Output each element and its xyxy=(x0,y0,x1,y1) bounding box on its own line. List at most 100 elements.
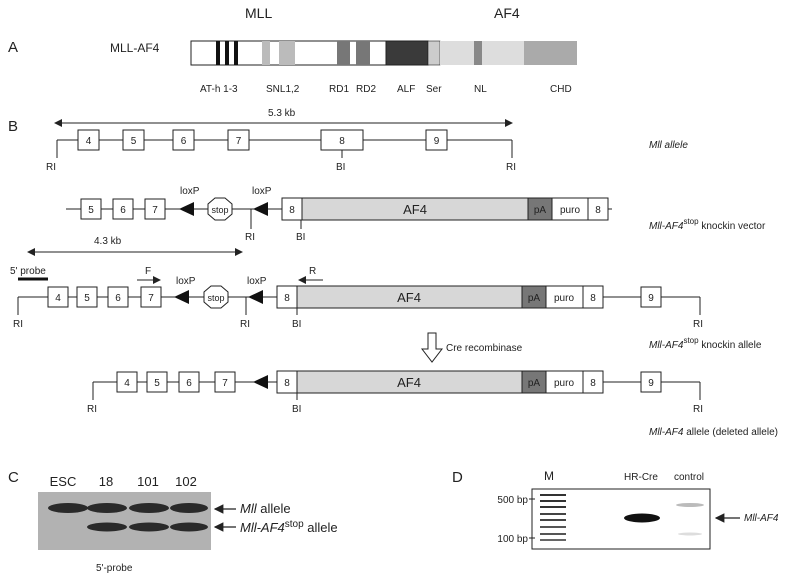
loxp-label: loxP xyxy=(252,186,272,197)
polya-label: pA xyxy=(528,378,541,389)
fusion-protein-label: MLL-AF4 xyxy=(110,41,160,55)
exon-box xyxy=(112,198,134,220)
exon-9: 9 xyxy=(434,136,440,147)
exon-box xyxy=(116,371,138,393)
exon-5: 5 xyxy=(84,293,90,304)
mll-header: MLL xyxy=(245,5,272,21)
pcr-band-label: Mll-AF4 xyxy=(744,513,779,524)
exon-4: 4 xyxy=(86,136,92,147)
exon-8: 8 xyxy=(339,136,345,147)
exon-8: 8 xyxy=(284,378,290,389)
deleted-allele-row: 4 5 6 7 8 AF4 pA puro 8 9 RI RI BI Mll-A… xyxy=(87,370,778,438)
ecori-site: RI xyxy=(245,232,255,243)
loxp-site-triangle xyxy=(248,290,263,304)
knockin-vector-row: 5 6 7 stop 8 AF4 pA puro 8 loxP loxP RI … xyxy=(66,186,766,243)
exon-box xyxy=(172,129,195,151)
knockin-allele-label: Mll-AF4stop knockin allele xyxy=(649,336,762,351)
lane-label-hr-cre: HR-Cre xyxy=(624,472,658,483)
exon-8: 8 xyxy=(289,205,295,216)
exon-8: 8 xyxy=(590,293,596,304)
exon-box xyxy=(587,197,609,221)
panel-d-label: D xyxy=(452,469,463,486)
af4-label: AF4 xyxy=(403,202,427,217)
band-label-mll: Mll allele xyxy=(240,501,291,516)
domain-at-hook: AT-h 1-3 xyxy=(200,84,238,95)
stop-cassette-octagon xyxy=(203,285,229,309)
exon-6: 6 xyxy=(186,378,192,389)
exon-box xyxy=(77,129,100,151)
distance-4-3kb: 4.3 kb xyxy=(94,236,122,247)
domain-ser: Ser xyxy=(426,84,442,95)
blot-band-mll xyxy=(129,503,169,513)
exon-4: 4 xyxy=(55,293,61,304)
blot-band-knockin xyxy=(170,522,208,532)
polya-label: pA xyxy=(528,293,541,304)
ecori-site: RI xyxy=(13,319,23,330)
puro-label: puro xyxy=(560,205,580,216)
blot-membrane xyxy=(38,492,211,550)
exon-box xyxy=(80,198,102,220)
exon-box xyxy=(122,129,145,151)
exon-4: 4 xyxy=(124,378,130,389)
knockin-allele-row: 4 5 6 7 stop 8 AF4 pA puro 8 9 loxP loxP… xyxy=(13,276,762,351)
exon-box xyxy=(582,370,604,394)
af4-label: AF4 xyxy=(397,375,421,390)
exon-7: 7 xyxy=(148,293,154,304)
exon-6: 6 xyxy=(115,293,121,304)
southern-blot xyxy=(38,492,211,550)
af4-label: AF4 xyxy=(397,290,421,305)
panel-a-label: A xyxy=(8,39,18,56)
exon-box xyxy=(320,129,364,151)
af4-header: AF4 xyxy=(494,5,520,21)
pcr-gel xyxy=(531,488,711,550)
ecori-site: RI xyxy=(693,319,703,330)
exon-7: 7 xyxy=(152,205,158,216)
bamhi-site: BI xyxy=(296,232,305,243)
exon-box xyxy=(582,285,604,309)
ecori-site: RI xyxy=(240,319,250,330)
exon-box xyxy=(425,129,448,151)
cre-recombinase-label: Cre recombinase xyxy=(446,343,523,354)
bamhi-site: BI xyxy=(292,404,301,415)
exon-box xyxy=(227,129,250,151)
exon-5: 5 xyxy=(154,378,160,389)
domain-nl: NL xyxy=(474,84,487,95)
domain-labels: AT-h 1-3 SNL1,2 RD1 RD2 ALF Ser NL CHD xyxy=(200,84,572,95)
blot-band-mll xyxy=(87,503,127,513)
bamhi-site: BI xyxy=(336,162,345,173)
exon-7: 7 xyxy=(236,136,242,147)
lane-label: 102 xyxy=(175,474,197,489)
exon-box xyxy=(214,371,236,393)
pcr-band-control-faint xyxy=(676,503,704,507)
exon-box xyxy=(140,286,162,308)
lane-label-marker: M xyxy=(544,469,554,483)
pcr-band-control-faint xyxy=(678,532,702,536)
exon-8: 8 xyxy=(284,293,290,304)
polya-label: pA xyxy=(534,205,547,216)
deleted-allele-label: Mll-AF4 allele (deleted allele) xyxy=(649,427,778,438)
primer-f-label: F xyxy=(145,266,151,277)
marker-500bp: 500 bp xyxy=(497,495,528,506)
knockin-vector-label: Mll-AF4stop knockin vector xyxy=(649,217,766,232)
panel-b-label: B xyxy=(8,118,18,135)
exon-box xyxy=(146,371,168,393)
domain-alf: ALF xyxy=(397,84,415,95)
band-label-knockin: Mll-AF4stop allele xyxy=(240,519,338,535)
probe-label: 5' probe xyxy=(10,266,46,277)
fusion-protein-bar xyxy=(190,40,577,66)
lane-label-control: control xyxy=(674,472,704,483)
exon-9: 9 xyxy=(648,293,654,304)
panel-a: A MLL AF4 MLL-AF4 AT-h 1-3 SNL1,2 RD1 RD… xyxy=(8,5,577,95)
exon-box xyxy=(107,286,129,308)
exon-8: 8 xyxy=(590,378,596,389)
lane-label: ESC xyxy=(50,474,77,489)
stop-label: stop xyxy=(207,293,224,303)
loxp-label: loxP xyxy=(180,186,200,197)
exon-6: 6 xyxy=(120,205,126,216)
loxp-site-triangle xyxy=(253,375,268,389)
puro-label: puro xyxy=(554,293,574,304)
ecori-site: RI xyxy=(506,162,516,173)
ecori-site: RI xyxy=(693,404,703,415)
blot-band-mll xyxy=(48,503,88,513)
